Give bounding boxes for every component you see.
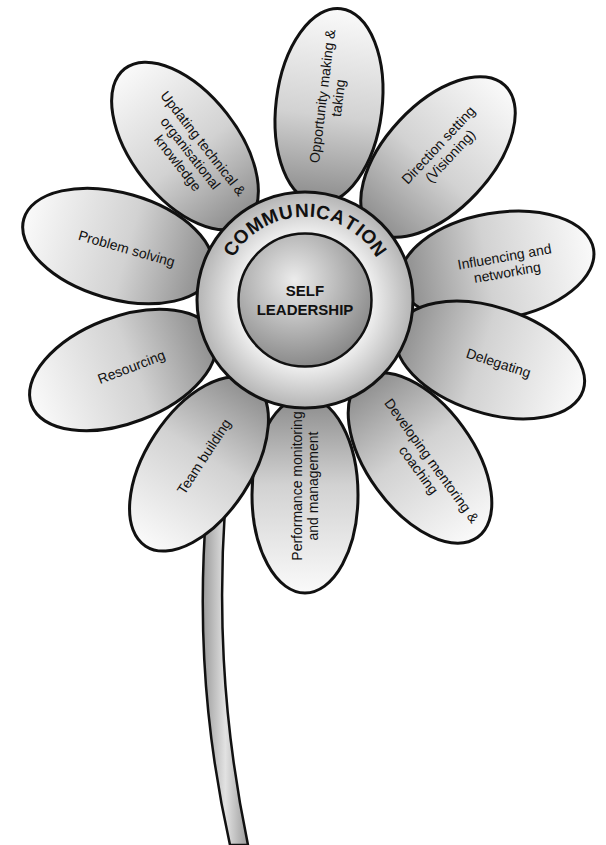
hub-node: SELF LEADERSHIP: [237, 232, 373, 368]
ring-outline: [197, 192, 413, 408]
petal-label: Performance monitoring and management: [289, 411, 321, 579]
ring-node: COMMUNICATIONSELF LEADERSHIP: [195, 190, 415, 410]
ring-letter: N: [294, 200, 309, 223]
hub-outline: [239, 234, 372, 367]
petal-outline: [83, 36, 287, 256]
petal-outline: [12, 285, 233, 454]
hub-label: SELF LEADERSHIP: [257, 281, 354, 319]
hub-shape: [237, 232, 373, 368]
